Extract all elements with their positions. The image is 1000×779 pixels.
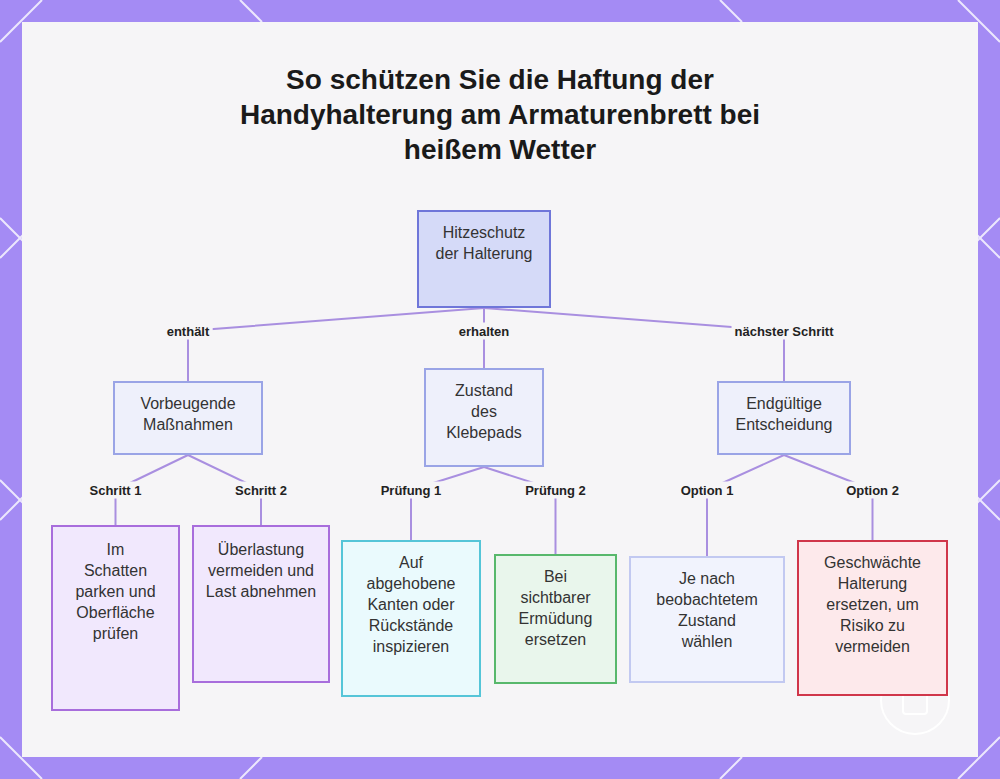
category-box: Vorbeugende Maßnahmen <box>113 381 263 455</box>
edge-label: Option 1 <box>678 482 737 499</box>
edge-label: Prüfung 2 <box>522 482 589 499</box>
edge-label: Option 2 <box>843 482 902 499</box>
connector-line <box>484 467 556 554</box>
box-text: Vorbeugende Maßnahmen <box>127 393 249 435</box>
box-text: Bei sichtbarer Ermüdung ersetzen <box>510 566 601 650</box>
step-box: Im Schatten parken und Oberfläche prüfen <box>51 525 180 711</box>
edge-label: erhalten <box>456 323 513 340</box>
step-box: Bei sichtbarer Ermüdung ersetzen <box>494 554 617 684</box>
edge-label: Schritt 1 <box>86 482 144 499</box>
step-box: Je nach beobachtetem Zustand wählen <box>629 556 785 683</box>
diagram-title: So schützen Sie die Haftung der Handyhal… <box>200 62 800 167</box>
edge-label: enthält <box>164 323 213 340</box>
box-text: Zustand des Klebepads <box>440 380 528 443</box>
edge-label: Prüfung 1 <box>378 482 445 499</box>
connector-line <box>707 455 784 556</box>
box-text: Endgültige Entscheidung <box>731 393 837 435</box>
step-box: Überlastung vermeiden und Last abnehmen <box>192 525 330 683</box>
box-text: Im Schatten parken und Oberfläche prüfen <box>75 539 156 644</box>
box-text: Überlastung vermeiden und Last abnehmen <box>204 539 318 602</box>
category-box: Endgültige Entscheidung <box>717 381 851 455</box>
box-text: Hitzeschutz der Halterung <box>433 222 535 264</box>
box-text: Auf abgehobene Kanten oder Rückstände in… <box>353 552 469 657</box>
category-box: Zustand des Klebepads <box>424 368 544 467</box>
step-box: Geschwächte Halterung ersetzen, um Risik… <box>797 540 948 696</box>
step-box: Auf abgehobene Kanten oder Rückstände in… <box>341 540 481 697</box>
connector-line <box>411 467 484 540</box>
box-text: Je nach beobachtetem Zustand wählen <box>653 568 761 652</box>
box-text: Geschwächte Halterung ersetzen, um Risik… <box>811 552 934 657</box>
edge-label: nächster Schritt <box>732 323 837 340</box>
edge-label: Schritt 2 <box>232 482 290 499</box>
root-box: Hitzeschutz der Halterung <box>417 210 551 308</box>
